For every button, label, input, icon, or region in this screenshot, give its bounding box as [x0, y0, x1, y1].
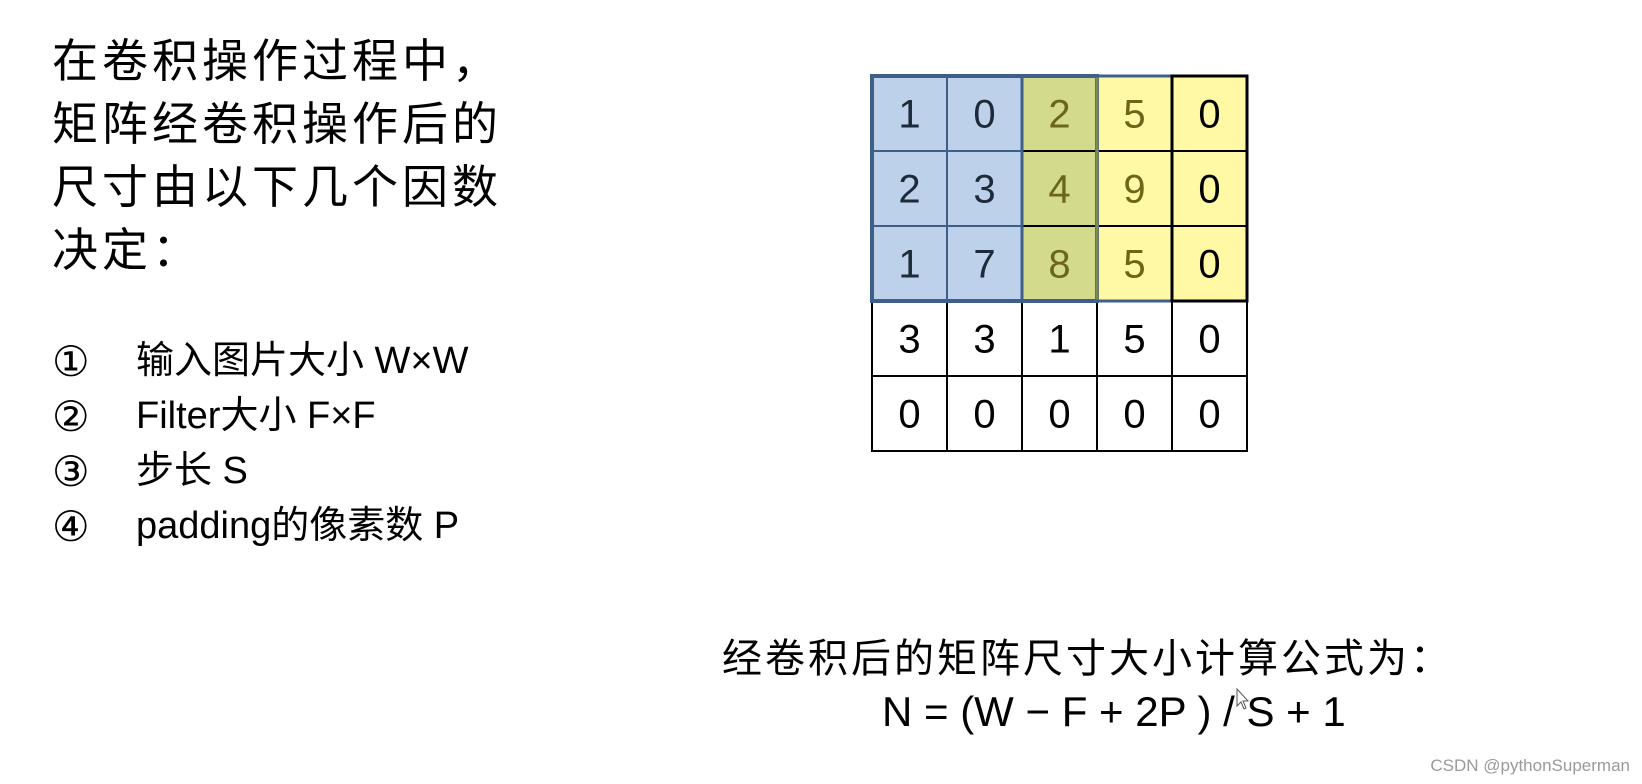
matrix-value: 5 [1123, 318, 1145, 362]
matrix-cell [1021, 300, 1098, 377]
matrix-column-outline [1170, 74, 1249, 303]
factor-text: padding的像素数 P [136, 505, 460, 547]
matrix-cell [1171, 375, 1248, 452]
factor-list: ① 输入图片大小 W×W ② Filter大小 F×F ③ 步长 S ④ pad… [52, 334, 652, 554]
factor-item: ① 输入图片大小 W×W [52, 334, 652, 389]
matrix-value: 0 [1198, 243, 1220, 287]
matrix-value: 0 [1048, 393, 1070, 437]
formula-expression: N = (W − F + 2P ) / S + 1 [882, 688, 1346, 735]
matrix-value: 0 [1198, 93, 1220, 137]
matrix-cell [946, 300, 1023, 377]
matrix-cell [1096, 300, 1173, 377]
intro-text: 在卷积操作过程中， 矩阵经卷积操作后的 尺寸由以下几个因数 决定： [52, 30, 572, 282]
intro-line: 在卷积操作过程中， [52, 34, 502, 88]
matrix-cell [871, 300, 948, 377]
convolution-matrix: 1 0 2 5 0 2 3 4 9 0 1 7 8 5 0 3 3 1 5 0 0 0 0 0 0 [870, 74, 1250, 462]
watermark: CSDN @pythonSuperman [1430, 756, 1630, 775]
matrix-value: 5 [1123, 243, 1145, 287]
matrix-value: 0 [898, 393, 920, 437]
matrix-value: 3 [973, 318, 995, 362]
matrix-value: 0 [1123, 393, 1145, 437]
matrix-cell [946, 375, 1023, 452]
matrix-value: 3 [898, 318, 920, 362]
matrix-cell [1171, 150, 1248, 227]
matrix-value: 0 [973, 93, 995, 137]
matrix-value: 0 [1198, 318, 1220, 362]
matrix-cell [871, 375, 948, 452]
matrix-value: 2 [898, 168, 920, 212]
matrix-cell [1096, 225, 1173, 302]
matrix-value: 0 [973, 393, 995, 437]
factor-number: ③ [52, 447, 90, 496]
matrix-value: 8 [1048, 243, 1070, 287]
matrix-cell [1021, 375, 1098, 452]
matrix-value: 4 [1048, 168, 1070, 212]
intro-line: 矩阵经卷积操作后的 [52, 97, 502, 151]
matrix-value: 5 [1123, 93, 1145, 137]
matrix-value: 3 [973, 168, 995, 212]
matrix-cell [946, 75, 1023, 152]
matrix-cell [946, 225, 1023, 302]
matrix-value: 9 [1123, 168, 1145, 212]
matrix-value: 0 [1198, 393, 1220, 437]
factor-item: ④ padding的像素数 P [52, 499, 652, 554]
factor-text: 步长 S [136, 450, 248, 492]
matrix-value: 1 [898, 93, 920, 137]
intro-line: 决定： [52, 223, 202, 277]
factor-text: 输入图片大小 W×W [136, 340, 469, 382]
intro-line: 尺寸由以下几个因数 [52, 160, 502, 214]
matrix-value: 0 [1198, 168, 1220, 212]
formula-title: 经卷积后的矩阵尺寸大小计算公式为： [722, 636, 1453, 682]
factor-number: ① [52, 337, 90, 386]
matrix-value: 2 [1048, 93, 1070, 137]
matrix-value: 1 [1048, 318, 1070, 362]
factor-item: ② Filter大小 F×F [52, 389, 652, 444]
factor-text: Filter大小 F×F [136, 395, 376, 437]
factor-number: ④ [52, 502, 90, 551]
matrix-value: 1 [898, 243, 920, 287]
matrix-value: 7 [973, 243, 995, 287]
matrix-cell [1171, 300, 1248, 377]
mouse-cursor-icon [1236, 688, 1250, 710]
factor-item: ③ 步长 S [52, 444, 652, 499]
factor-number: ② [52, 392, 90, 441]
